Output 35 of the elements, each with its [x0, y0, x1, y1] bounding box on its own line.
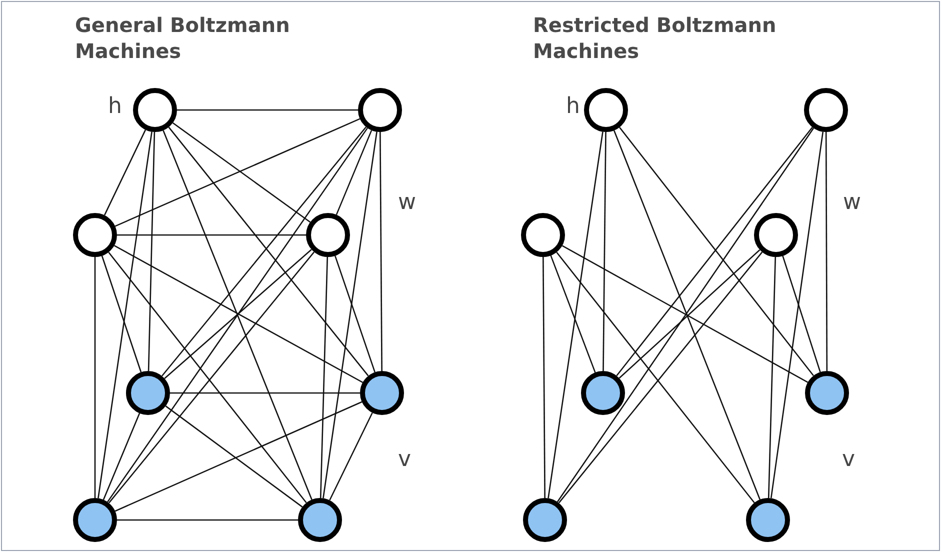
- connection-line: [102, 413, 140, 500]
- layer-label: v: [842, 447, 856, 473]
- connection-line: [148, 132, 156, 372]
- connection-line: [542, 257, 546, 498]
- connection-line: [117, 234, 306, 236]
- connection-line: [550, 255, 596, 373]
- layer-label: h: [566, 94, 580, 120]
- connection-line: [164, 249, 312, 379]
- connection-line: [618, 249, 760, 379]
- connection-line: [782, 256, 821, 372]
- connection-line: [322, 132, 378, 498]
- connection-line: [94, 257, 96, 498]
- layer-label: w: [398, 190, 416, 216]
- connection-line: [825, 132, 828, 371]
- panel-title: General Boltzmann Machines: [75, 12, 291, 64]
- connection-line: [104, 130, 146, 216]
- connection-line: [768, 256, 776, 498]
- connection-line: [117, 519, 298, 521]
- layer-label: h: [108, 94, 122, 120]
- connection-line: [320, 256, 328, 498]
- connection-line: [101, 256, 142, 372]
- connection-line: [170, 392, 360, 394]
- connection-line: [162, 130, 312, 500]
- layer-label: w: [843, 190, 861, 216]
- layer-label: v: [398, 447, 412, 473]
- connection-line: [602, 132, 606, 371]
- connection-line: [334, 256, 376, 372]
- connection-line: [613, 130, 761, 500]
- connection-line: [770, 132, 824, 498]
- connection-line: [548, 132, 604, 498]
- connection-line: [177, 109, 358, 111]
- connection-line: [98, 132, 152, 498]
- panel-title: Restricted Boltzmann Machines: [533, 12, 778, 64]
- connection-line: [380, 132, 382, 371]
- connection-line: [336, 130, 372, 215]
